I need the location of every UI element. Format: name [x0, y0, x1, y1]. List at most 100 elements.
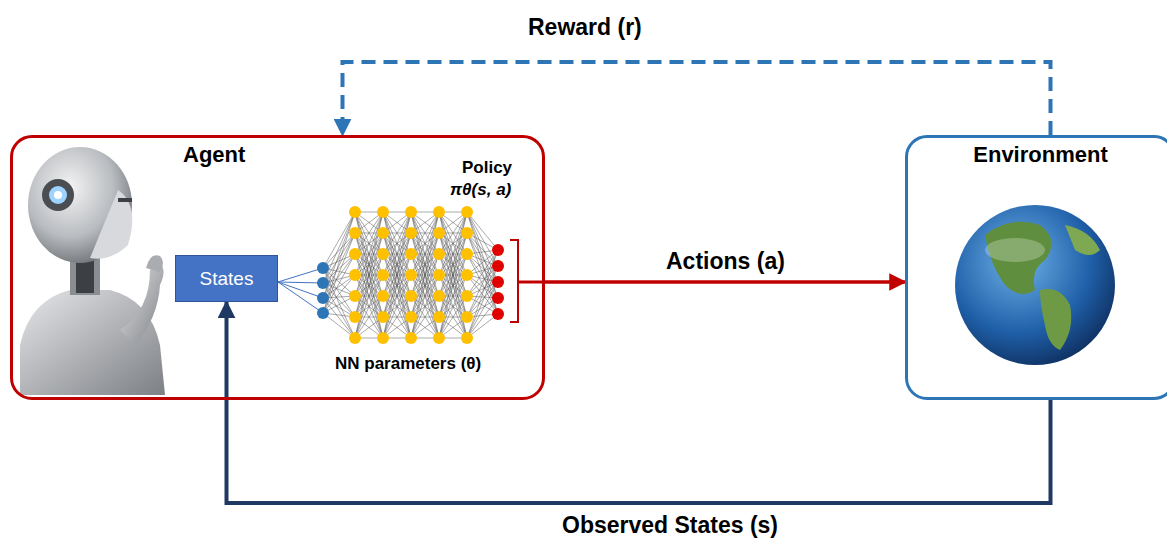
neuron: [492, 244, 504, 256]
policy-label: Policy: [462, 158, 512, 178]
box-title: Agent: [183, 142, 245, 168]
network-link: [467, 282, 498, 338]
edge-label: Reward (r): [525, 14, 645, 41]
neuron: [349, 311, 361, 323]
network-link: [383, 233, 411, 338]
neuron: [377, 269, 389, 281]
edge-label: Actions (a): [663, 248, 788, 275]
neuron: [317, 307, 329, 319]
neuron: [492, 276, 504, 288]
neuron: [349, 290, 361, 302]
network-link: [355, 233, 383, 338]
network-link: [355, 212, 383, 317]
input-link: [278, 268, 323, 282]
network-link: [355, 212, 383, 275]
network-link: [411, 212, 439, 275]
network-link: [411, 275, 439, 338]
network-link: [383, 233, 411, 338]
neuron: [349, 227, 361, 239]
neuron: [433, 248, 445, 260]
neuron: [405, 206, 417, 218]
network-link: [383, 275, 411, 338]
network-link: [411, 212, 439, 317]
output-bracket: [510, 240, 518, 322]
neuron: [317, 277, 329, 289]
neuron: [377, 311, 389, 323]
neuron: [377, 332, 389, 344]
network-links: [278, 212, 498, 338]
network-link: [439, 275, 467, 338]
neuron: [492, 260, 504, 272]
neuron: [433, 290, 445, 302]
network-link: [439, 275, 467, 338]
neuron: [405, 269, 417, 281]
neuron: [377, 290, 389, 302]
environment-box: Environment: [905, 135, 1167, 400]
neuron: [377, 206, 389, 218]
flow-arrow: [545, 280, 905, 284]
input-link: [278, 282, 323, 313]
input-link: [278, 282, 323, 298]
neuron: [461, 248, 473, 260]
neuron: [433, 269, 445, 281]
globe: [955, 205, 1115, 365]
neuron: [433, 206, 445, 218]
neuron: [405, 311, 417, 323]
neuron: [433, 227, 445, 239]
box-title: Environment: [908, 142, 1167, 168]
neuron: [492, 292, 504, 304]
network-link: [439, 212, 467, 275]
neuron: [433, 332, 445, 344]
network-link: [383, 275, 411, 338]
neuron: [405, 248, 417, 260]
network-link: [439, 233, 467, 338]
network-link: [383, 212, 411, 317]
network-link: [383, 212, 411, 275]
network-link: [411, 212, 439, 275]
neuron: [461, 311, 473, 323]
neuron: [377, 248, 389, 260]
network-link: [411, 233, 439, 338]
neural-network: [278, 206, 504, 344]
neuron: [377, 227, 389, 239]
policy-formula: πθ(s, a): [450, 180, 511, 200]
neuron: [492, 308, 504, 320]
robot-figure: [20, 147, 165, 395]
edge-label: Observed States (s): [559, 512, 781, 539]
network-link: [355, 275, 383, 338]
states-box: States: [175, 255, 278, 302]
network-link: [355, 233, 383, 338]
network-link: [323, 212, 355, 268]
neuron: [405, 332, 417, 344]
neuron: [405, 227, 417, 239]
network-link: [411, 275, 439, 338]
neuron: [317, 262, 329, 274]
neuron: [317, 292, 329, 304]
network-link: [439, 212, 467, 275]
network-link: [355, 212, 383, 275]
network-link: [355, 212, 383, 317]
neuron: [461, 206, 473, 218]
neuron: [349, 332, 361, 344]
neuron: [433, 311, 445, 323]
input-link: [278, 282, 323, 283]
neuron: [461, 290, 473, 302]
neuron: [349, 206, 361, 218]
network-link: [439, 212, 467, 317]
neuron: [461, 269, 473, 281]
neuron: [461, 227, 473, 239]
box-label: States: [200, 268, 254, 290]
flow-arrow: [343, 62, 1051, 135]
bracket-lead: [518, 281, 545, 284]
neuron: [405, 290, 417, 302]
parameter-label: NN parameters (θ): [335, 354, 481, 374]
network-link: [411, 233, 439, 338]
neuron: [349, 269, 361, 281]
network-link: [411, 212, 439, 317]
neuron: [461, 332, 473, 344]
network-link: [355, 275, 383, 338]
network-link: [439, 212, 467, 317]
network-link: [439, 233, 467, 338]
network-link: [383, 212, 411, 275]
network-link: [383, 212, 411, 317]
